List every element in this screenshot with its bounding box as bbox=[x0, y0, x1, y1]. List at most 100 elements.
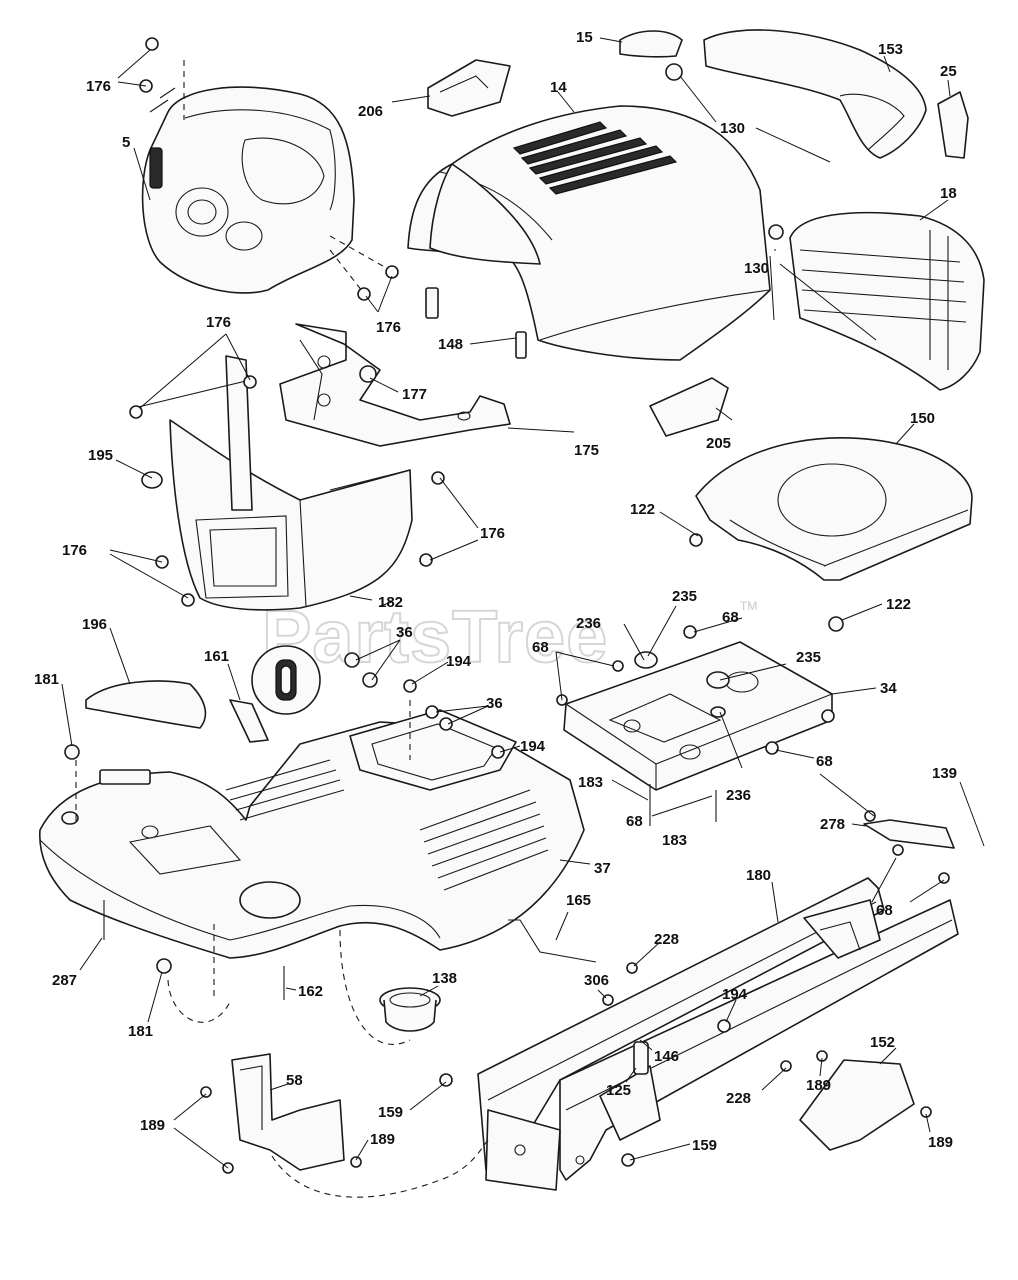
callout-162: 162 bbox=[298, 983, 323, 1000]
hood-vents bbox=[512, 121, 678, 195]
callout-138: 138 bbox=[432, 970, 457, 987]
seat-pan-150-part bbox=[689, 437, 973, 632]
shield-152-part bbox=[799, 1059, 915, 1151]
callout-161: 161 bbox=[204, 648, 229, 665]
panel-205-part bbox=[649, 377, 729, 437]
callout-182: 182 bbox=[378, 594, 403, 611]
callout-labels: 176 5 15 14 206 153 25 130 18 130 176 14… bbox=[34, 29, 957, 1154]
callout-180: 180 bbox=[746, 867, 771, 884]
fender-37-part bbox=[39, 709, 585, 959]
callout-122: 122 bbox=[630, 501, 655, 518]
bolt-139 bbox=[864, 810, 876, 822]
callout-189: 189 bbox=[370, 1131, 395, 1148]
part-15 bbox=[619, 30, 683, 58]
frame-180-part bbox=[477, 877, 959, 1191]
seat-plate-34-part bbox=[556, 625, 835, 826]
callout-36: 36 bbox=[396, 624, 413, 641]
callout-278: 278 bbox=[820, 816, 845, 833]
bracket-58-part bbox=[231, 1053, 345, 1171]
callout-235: 235 bbox=[672, 588, 697, 605]
callout-287: 287 bbox=[52, 972, 77, 989]
callout-306: 306 bbox=[584, 972, 609, 989]
callout-176: 176 bbox=[480, 525, 505, 542]
callout-68: 68 bbox=[876, 902, 893, 919]
callout-130: 130 bbox=[744, 260, 769, 277]
grille-153-part bbox=[665, 29, 927, 159]
callout-181: 181 bbox=[34, 671, 59, 688]
dash-support-182-part bbox=[133, 355, 413, 611]
callout-159: 159 bbox=[378, 1104, 403, 1121]
callout-36: 36 bbox=[486, 695, 503, 712]
steering-bracket-175-part bbox=[279, 323, 511, 447]
callout-68: 68 bbox=[722, 609, 739, 626]
callout-205: 205 bbox=[706, 435, 731, 452]
nut-194-c bbox=[717, 1019, 731, 1033]
callout-148: 148 bbox=[438, 336, 463, 353]
bolt-68-bracket bbox=[892, 844, 904, 856]
callout-236: 236 bbox=[576, 615, 601, 632]
watermark-trademark: TM bbox=[740, 599, 757, 613]
callout-139: 139 bbox=[932, 765, 957, 782]
callout-181: 181 bbox=[128, 1023, 153, 1040]
callout-228: 228 bbox=[654, 931, 679, 948]
callout-159: 159 bbox=[692, 1137, 717, 1154]
callout-183: 183 bbox=[662, 832, 687, 849]
callout-206: 206 bbox=[358, 103, 383, 120]
callout-68: 68 bbox=[626, 813, 643, 830]
callout-176: 176 bbox=[62, 542, 87, 559]
callout-68: 68 bbox=[532, 639, 549, 656]
front-grille-18-part bbox=[768, 211, 985, 391]
part-161 bbox=[229, 645, 321, 743]
callout-58: 58 bbox=[286, 1072, 303, 1089]
callout-236: 236 bbox=[726, 787, 751, 804]
bolt-228-b bbox=[780, 1060, 792, 1072]
callout-122: 122 bbox=[886, 596, 911, 613]
bolt-189-e bbox=[920, 1106, 932, 1118]
callout-183: 183 bbox=[578, 774, 603, 791]
callout-146: 146 bbox=[654, 1048, 679, 1065]
rod-165 bbox=[508, 919, 597, 963]
callout-18: 18 bbox=[940, 185, 957, 202]
callout-14: 14 bbox=[550, 79, 567, 96]
bracket-278-part bbox=[863, 819, 955, 849]
callout-194: 194 bbox=[520, 738, 546, 755]
callout-176: 176 bbox=[376, 319, 401, 336]
part-138 bbox=[379, 987, 441, 1032]
callout-177: 177 bbox=[402, 386, 427, 403]
callout-25: 25 bbox=[940, 63, 957, 80]
callout-235: 235 bbox=[796, 649, 821, 666]
callout-153: 153 bbox=[878, 41, 903, 58]
bolt-36-a bbox=[344, 652, 360, 668]
callout-152: 152 bbox=[870, 1034, 895, 1051]
leader-lines bbox=[61, 37, 985, 1169]
callout-176: 176 bbox=[206, 314, 231, 331]
bolt-189-a bbox=[200, 1086, 212, 1098]
fastener-181-bottom bbox=[156, 958, 172, 974]
callout-194: 194 bbox=[446, 653, 472, 670]
screw-176-set bbox=[129, 37, 445, 607]
callout-150: 150 bbox=[910, 410, 935, 427]
callout-175: 175 bbox=[574, 442, 599, 459]
callout-34: 34 bbox=[880, 680, 897, 697]
callout-5: 5 bbox=[122, 134, 130, 151]
callout-37: 37 bbox=[594, 860, 611, 877]
callout-194: 194 bbox=[722, 986, 748, 1003]
fender-vents bbox=[225, 759, 549, 891]
bolt-189-c bbox=[350, 1156, 362, 1168]
callout-176: 176 bbox=[86, 78, 111, 95]
part-196 bbox=[85, 680, 207, 729]
part-25 bbox=[937, 91, 969, 159]
callout-196: 196 bbox=[82, 616, 107, 633]
dash-panel-part bbox=[141, 86, 355, 294]
bracket-206-part bbox=[427, 59, 511, 117]
callout-15: 15 bbox=[576, 29, 593, 46]
nut-194-b bbox=[491, 745, 505, 759]
hood-part bbox=[407, 105, 771, 361]
watermark: PartsTree bbox=[262, 595, 608, 678]
callout-189: 189 bbox=[140, 1117, 165, 1134]
bolt-68-frame bbox=[938, 872, 950, 884]
fastener-181-top bbox=[64, 744, 80, 760]
bolt-159-b bbox=[621, 1153, 635, 1167]
bolt-36-d bbox=[439, 717, 453, 731]
